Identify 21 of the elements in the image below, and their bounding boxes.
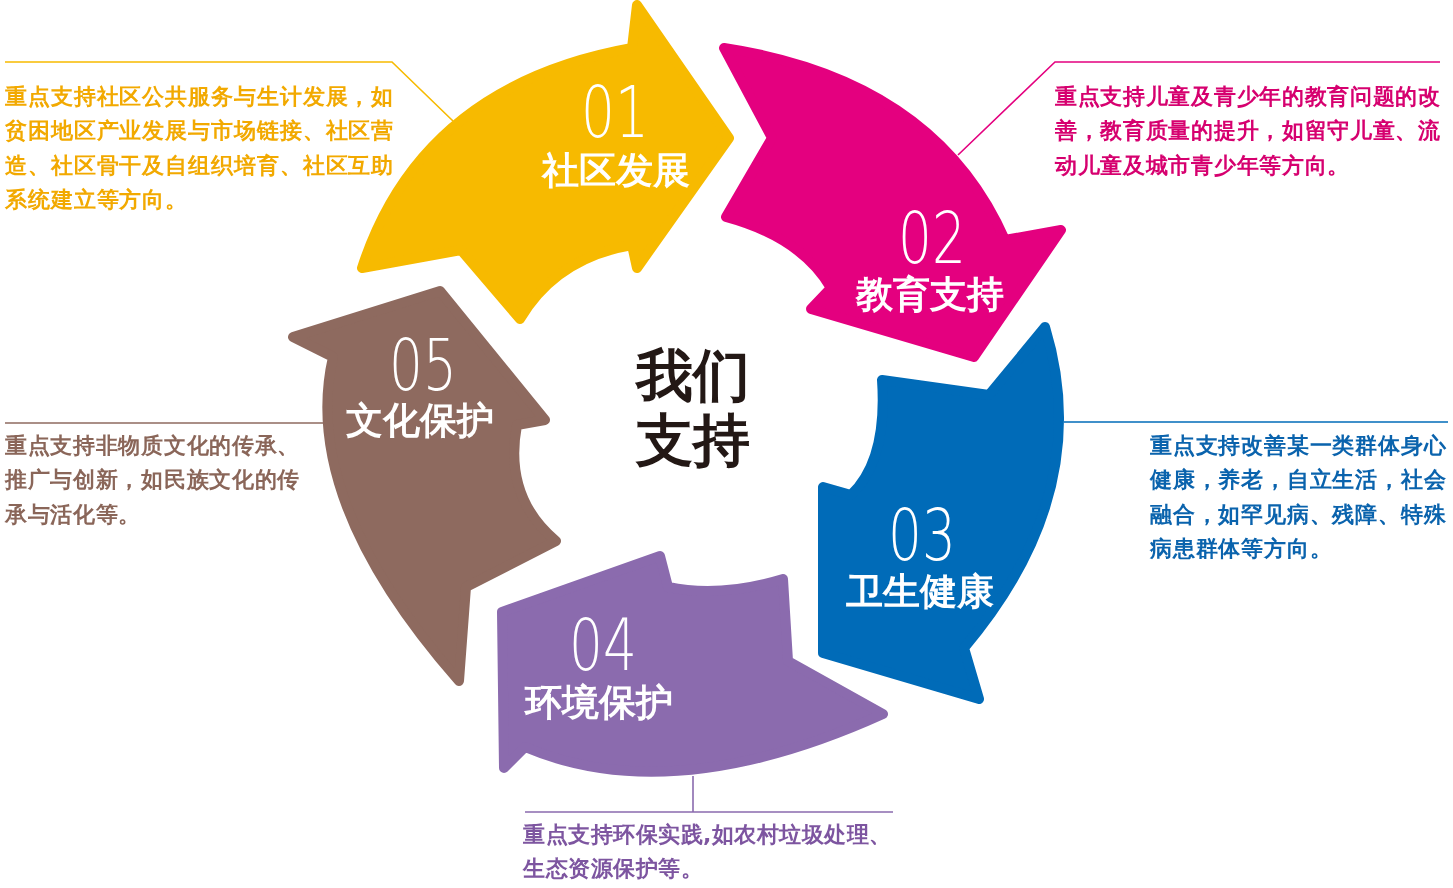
- description-text: 重点支持环保实践,如农村垃圾处理、生态资源保护等。: [523, 813, 901, 887]
- step-number: 02: [898, 211, 966, 265]
- leader-line: [1063, 421, 1449, 423]
- step-number: 01: [581, 85, 649, 139]
- description-text: 重点支持儿童及青少年的教育问题的改善，教育质量的提升，如留守儿童、流动儿童及城市青少年等方向。: [1055, 63, 1446, 184]
- step-title: 环境保护: [525, 683, 673, 723]
- leader-line: [524, 775, 894, 813]
- description-text: 重点支持社区公共服务与生计发展，如贫困地区产业发展与市场链接、社区营造、社区骨干及自组织培育、社区互助系统建立等方向。: [5, 63, 403, 218]
- step-title: 社区发展: [542, 151, 690, 191]
- description-text: 重点支持改善某一类群体身心健康，养老，自立生活，社会融合，如罕见病、残障、特殊病患群体等方向。: [1150, 423, 1450, 567]
- step-number: 04: [569, 618, 637, 672]
- step-title: 文化保护: [346, 401, 494, 441]
- step-title: 卫生健康: [846, 572, 994, 612]
- step-title: 教育支持: [856, 275, 1004, 315]
- leader-line: [957, 61, 1441, 156]
- step-number: 03: [888, 508, 956, 562]
- description-text: 重点支持非物质文化的传承、推广与创新，如民族文化的传承与活化等。: [5, 424, 303, 533]
- center-heading: 我们支持: [634, 343, 751, 473]
- leader-line: [4, 422, 324, 424]
- step-number: 05: [389, 338, 457, 392]
- leader-line: [4, 61, 454, 122]
